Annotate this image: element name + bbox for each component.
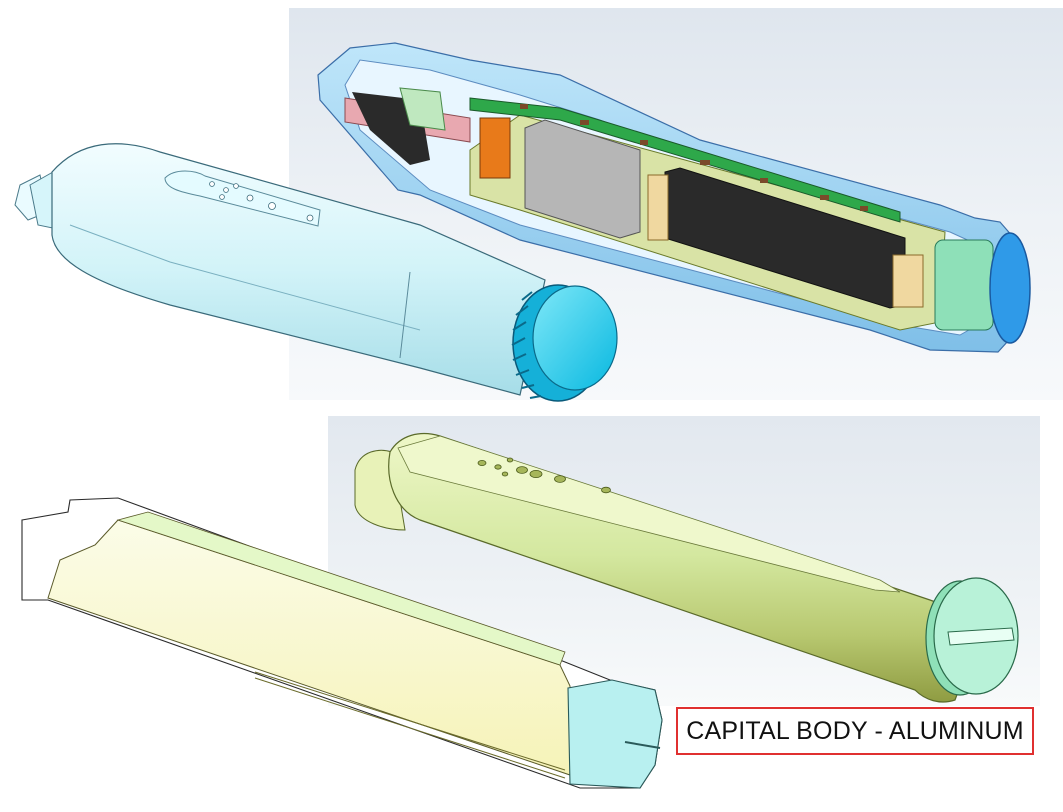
cutaway-pcb [469,97,901,223]
cutaway-end-cap [934,239,994,331]
exterior-assembly [14,143,618,402]
aluminum-end-slot [947,627,1015,646]
cutaway-green-insert [399,87,446,131]
exterior-holes [209,181,314,222]
caption-box: CAPITAL BODY - ALUMINUM [676,707,1034,755]
cutaway-module [524,119,641,239]
exterior-slot [164,170,321,227]
exterior-knob-face [532,285,618,391]
cutaway-connector-right [892,254,924,308]
aluminum-flat [397,435,901,593]
cutaway-end-knob [989,232,1031,344]
section-inner-bore [47,519,571,776]
pcb-components [520,104,868,211]
exterior-seam [69,224,421,331]
cutaway-connector-left [647,174,669,241]
caption-label: CAPITAL BODY - ALUMINUM [686,716,1024,745]
section-groove [254,671,566,771]
aluminum-body [354,432,1019,703]
cutaway-assembly [317,42,1031,353]
aluminum-holes [477,457,611,494]
section-upper-face [116,511,566,666]
section-body [21,497,663,789]
exterior-knurling [511,291,542,399]
exterior-joint [399,271,411,359]
exterior-body [51,143,546,396]
section-end-plug [567,679,663,789]
section-plug-slot [624,741,661,749]
cutaway-orange-coupler [479,117,511,179]
